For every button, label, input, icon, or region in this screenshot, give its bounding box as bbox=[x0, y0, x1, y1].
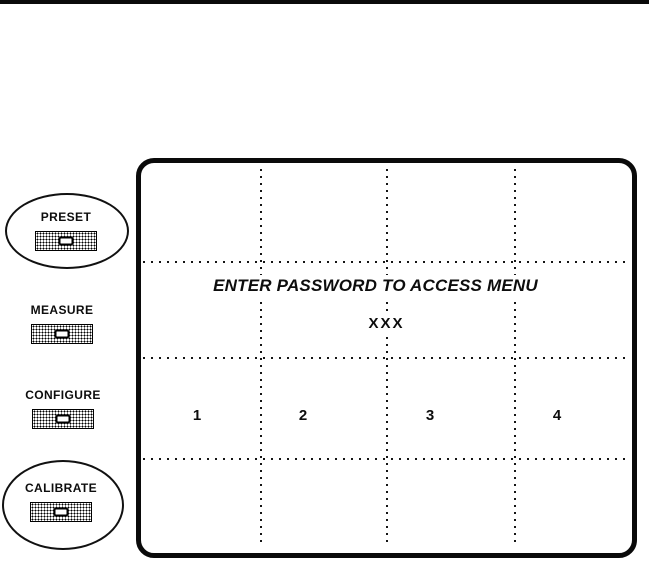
calibrate-button-group: CALIBRATE bbox=[15, 481, 107, 522]
configure-button-group: CONFIGURE bbox=[17, 388, 109, 429]
preset-circle-annotation bbox=[5, 193, 129, 269]
preset-keycap-icon bbox=[58, 236, 74, 246]
password-entry-row: XXX bbox=[141, 313, 632, 334]
softkey-label-4[interactable]: 4 bbox=[549, 407, 565, 425]
calibrate-button[interactable] bbox=[30, 502, 92, 522]
calibrate-button-label: CALIBRATE bbox=[24, 481, 98, 495]
calibrate-keycap-icon bbox=[53, 507, 69, 517]
password-prompt: ENTER PASSWORD TO ACCESS MENU bbox=[207, 275, 544, 297]
measure-button-label: MEASURE bbox=[30, 303, 94, 317]
password-prompt-row: ENTER PASSWORD TO ACCESS MENU bbox=[130, 275, 621, 297]
measure-button[interactable] bbox=[31, 324, 93, 344]
configure-button[interactable] bbox=[32, 409, 94, 429]
configure-keycap-icon bbox=[55, 414, 71, 424]
preset-button[interactable] bbox=[35, 231, 97, 251]
page-top-rule bbox=[0, 0, 649, 4]
configure-button-label: CONFIGURE bbox=[25, 388, 101, 402]
softkey-label-3[interactable]: 3 bbox=[422, 407, 438, 425]
grid-hline-2 bbox=[143, 357, 630, 359]
grid-hline-1 bbox=[143, 261, 630, 263]
password-entry-mask: XXX bbox=[358, 313, 415, 334]
preset-button-group: PRESET bbox=[20, 210, 112, 251]
softkey-label-2[interactable]: 2 bbox=[295, 407, 311, 425]
measure-button-group: MEASURE bbox=[16, 303, 108, 344]
softkey-label-1[interactable]: 1 bbox=[189, 407, 205, 425]
calibrate-circle-annotation bbox=[2, 460, 124, 550]
preset-button-label: PRESET bbox=[40, 210, 92, 224]
crt-screen: ENTER PASSWORD TO ACCESS MENU XXX 1 2 3 … bbox=[136, 158, 637, 558]
grid-hline-3 bbox=[143, 458, 630, 460]
measure-keycap-icon bbox=[54, 329, 70, 339]
